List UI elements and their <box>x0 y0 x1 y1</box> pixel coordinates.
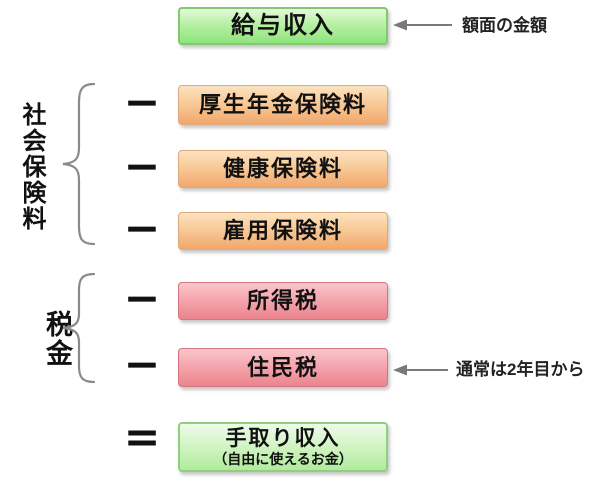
brace-tax <box>62 272 96 384</box>
deduction-label: 住民税 <box>246 354 319 380</box>
brace-social-insurance <box>62 82 96 246</box>
group-label-tax: 税金 <box>42 310 72 368</box>
left-arrow-icon <box>393 364 448 376</box>
deduction-box-pension: 厚生年金保険料 <box>178 85 388 125</box>
minus-operator: − <box>123 77 161 128</box>
deduction-box-health: 健康保険料 <box>178 150 388 188</box>
annotation-gross-amount: 額面の金額 <box>462 16 547 35</box>
deduction-label: 厚生年金保険料 <box>198 92 367 117</box>
result-box-sublabel: （自由に使えるお金） <box>213 450 353 467</box>
deduction-box-employment: 雇用保険料 <box>178 212 388 250</box>
deduction-label: 雇用保険料 <box>222 218 343 243</box>
income-box: 給与収入 <box>178 7 388 45</box>
left-arrow-icon <box>393 19 452 31</box>
minus-operator: − <box>123 141 161 192</box>
minus-operator: − <box>123 339 161 390</box>
income-box-label: 給与収入 <box>231 12 335 39</box>
equals-operator: = <box>123 412 161 463</box>
deduction-box-income-tax: 所得税 <box>178 282 388 320</box>
annotation-resident-tax: 通常は2年目から <box>456 360 585 379</box>
result-box: 手取り収入 （自由に使えるお金） <box>178 422 388 472</box>
minus-operator: − <box>123 273 161 324</box>
group-label-social-insurance: 社会保険料 <box>18 102 45 232</box>
deduction-label: 健康保険料 <box>222 156 343 181</box>
minus-operator: − <box>123 203 161 254</box>
deduction-label: 所得税 <box>246 288 319 313</box>
result-box-label: 手取り収入 <box>225 426 341 450</box>
deduction-box-resident-tax: 住民税 <box>178 348 388 387</box>
